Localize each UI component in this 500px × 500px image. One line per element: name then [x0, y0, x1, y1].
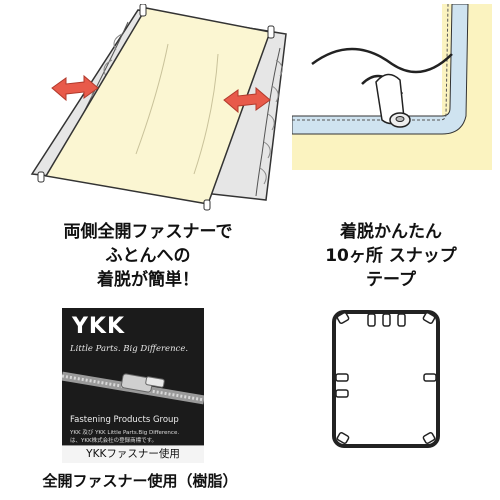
snap-tape-icon — [375, 73, 411, 128]
ykk-badge: YKKファスナー使用 — [62, 445, 204, 463]
caption-line: 10ヶ所 スナップ — [325, 246, 457, 266]
snap-layout-icon — [332, 310, 440, 448]
futon-cover-illustration — [30, 4, 287, 211]
snap-tape-closeup — [292, 4, 492, 170]
ykk-logo: YKK — [72, 314, 126, 339]
snap-caption: 着脱かんたん 10ヶ所 スナップ テープ — [296, 220, 486, 292]
caption-line: テープ — [366, 270, 416, 290]
double-arrow-icon — [223, 86, 271, 114]
ykk-label: YKK Little Parts. Big Difference. Fasten… — [62, 308, 204, 463]
bottom-caption: 全開ファスナー使用（樹脂） — [42, 472, 238, 490]
double-arrow-icon — [51, 74, 99, 102]
zipper-caption: 両側全開ファスナーで ふとんへの 着脱が簡単！ — [28, 220, 268, 292]
caption-line: ふとんへの — [105, 246, 191, 266]
ykk-group-text: Fastening Products Group — [70, 415, 179, 425]
zipper-icon — [62, 371, 204, 405]
caption-line: 着脱かんたん — [340, 222, 442, 242]
caption-line: 両側全開ファスナーで — [63, 222, 233, 242]
zipper-pull-icon — [37, 4, 275, 211]
ykk-tagline: Little Parts. Big Difference. — [70, 344, 189, 354]
ykk-trademark-text: YKK 及び YKK Little Parts.Big Difference. … — [70, 430, 180, 444]
caption-line: 着脱が簡単！ — [97, 270, 199, 290]
